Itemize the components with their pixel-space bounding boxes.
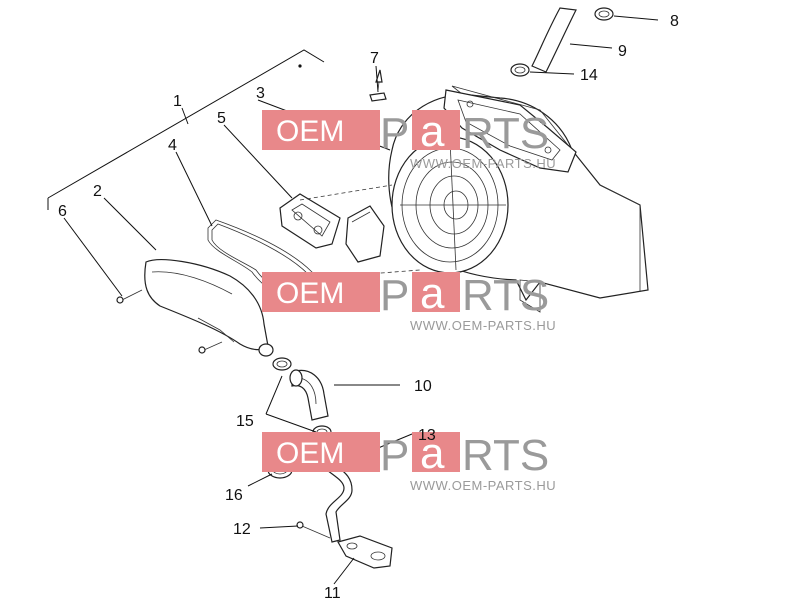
- watermark-rts: RTS: [462, 109, 549, 158]
- hose-9: [531, 7, 577, 73]
- flange-11: [337, 535, 393, 569]
- callout-11: 11: [324, 585, 341, 600]
- callout-13: 13: [418, 427, 436, 444]
- callout-7: 7: [370, 50, 379, 67]
- watermark-oem: OEM: [276, 437, 344, 470]
- bracket-dot: [298, 64, 302, 68]
- callout-12: 12: [233, 521, 251, 538]
- watermark-oem-box: [262, 432, 380, 472]
- watermark-2: OEM P a RTS WWW.OEM-PARTS.HU: [262, 269, 556, 333]
- callout-5: 5: [217, 110, 226, 127]
- callout-labels: 1 2 3 4 5 6 7 8 9 10 11 12 13 14 15 16: [58, 13, 679, 600]
- watermark-a-box: [412, 272, 460, 312]
- watermark-oem: OEM: [276, 277, 344, 310]
- callout-15: 15: [236, 413, 254, 430]
- watermark-url: WWW.OEM-PARTS.HU: [410, 318, 556, 333]
- watermark-oem-box: [262, 272, 380, 312]
- watermark-a: a: [420, 269, 445, 318]
- breather-pipe-10: [289, 369, 329, 421]
- watermark-oem: OEM: [276, 115, 344, 148]
- filter-cover-5: [279, 193, 341, 249]
- watermark-a-box: [412, 110, 460, 150]
- watermark-p: P: [380, 431, 409, 480]
- watermark-a-box: [412, 432, 460, 472]
- callout-3: 3: [256, 85, 265, 102]
- callout-6: 6: [58, 203, 67, 220]
- watermark-rts: RTS: [462, 431, 549, 480]
- watermark-3: OEM P a RTS WWW.OEM-PARTS.HU: [262, 429, 556, 493]
- watermark-p: P: [380, 109, 409, 158]
- callout-9: 9: [618, 43, 627, 60]
- screw-12: [296, 521, 331, 539]
- watermark-a: a: [420, 429, 445, 478]
- callout-1: 1: [173, 93, 182, 110]
- callout-14: 14: [580, 67, 598, 84]
- watermark-url: WWW.OEM-PARTS.HU: [410, 156, 556, 171]
- watermark-rts: RTS: [462, 271, 549, 320]
- watermark-a: a: [420, 107, 445, 156]
- clamp-8: [594, 7, 614, 21]
- screw-6: [116, 289, 143, 304]
- callout-2: 2: [93, 183, 102, 200]
- watermark-oem-box: [262, 110, 380, 150]
- clamp-15a: [272, 357, 292, 371]
- watermark-1: OEM P a RTS WWW.OEM-PARTS.HU: [262, 107, 556, 171]
- cover-2: [144, 259, 274, 357]
- filter-element-3: [345, 205, 385, 263]
- screw-6b: [198, 341, 223, 354]
- watermark-p: P: [380, 271, 409, 320]
- callout-16: 16: [225, 487, 243, 504]
- callout-4: 4: [168, 137, 177, 154]
- clamp-14: [510, 63, 530, 77]
- screw-7: [369, 69, 387, 102]
- callout-10: 10: [414, 378, 432, 395]
- callout-8: 8: [670, 13, 679, 30]
- watermark-url: WWW.OEM-PARTS.HU: [410, 478, 556, 493]
- bracket-1: [47, 49, 325, 210]
